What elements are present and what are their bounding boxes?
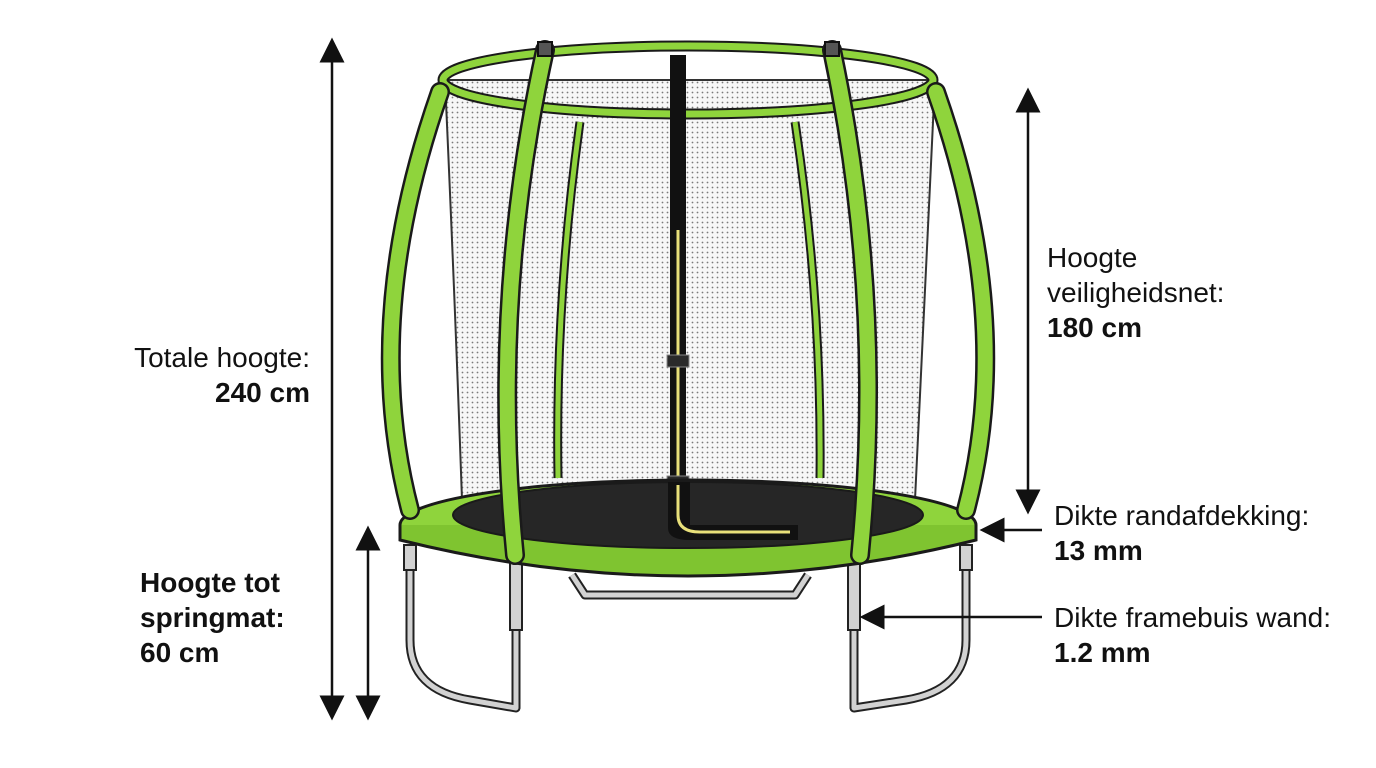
label-tube-wall: Dikte framebuis wand: 1.2 mm bbox=[1054, 600, 1374, 670]
mat-height-title-2: springmat: bbox=[140, 602, 285, 633]
tube-wall-value: 1.2 mm bbox=[1054, 637, 1151, 668]
net-height-value: 180 cm bbox=[1047, 312, 1142, 343]
label-net-height: Hoogte veiligheidsnet: 180 cm bbox=[1047, 240, 1347, 345]
jumping-mat bbox=[398, 478, 978, 578]
total-height-value: 240 cm bbox=[215, 377, 310, 408]
net-height-title-1: Hoogte bbox=[1047, 242, 1138, 273]
tube-wall-title: Dikte framebuis wand: bbox=[1054, 602, 1332, 633]
safety-net bbox=[437, 40, 939, 545]
padding-thickness-title: Dikte randafdekking: bbox=[1054, 500, 1310, 531]
padding-thickness-value: 13 mm bbox=[1054, 535, 1143, 566]
dimension-arrows bbox=[319, 37, 1042, 721]
label-total-height: Totale hoogte: 240 cm bbox=[60, 340, 310, 410]
legs bbox=[403, 544, 973, 713]
net-poles bbox=[380, 40, 996, 565]
mat-height-title-1: Hoogte tot bbox=[140, 567, 280, 598]
label-padding-thickness: Dikte randafdekking: 13 mm bbox=[1054, 498, 1374, 568]
total-height-title: Totale hoogte: bbox=[134, 342, 310, 373]
mat-height-value: 60 cm bbox=[140, 637, 220, 668]
leg-back bbox=[568, 572, 812, 600]
net-height-title-2: veiligheidsnet: bbox=[1047, 277, 1225, 308]
label-mat-height: Hoogte tot springmat: 60 cm bbox=[140, 565, 340, 670]
